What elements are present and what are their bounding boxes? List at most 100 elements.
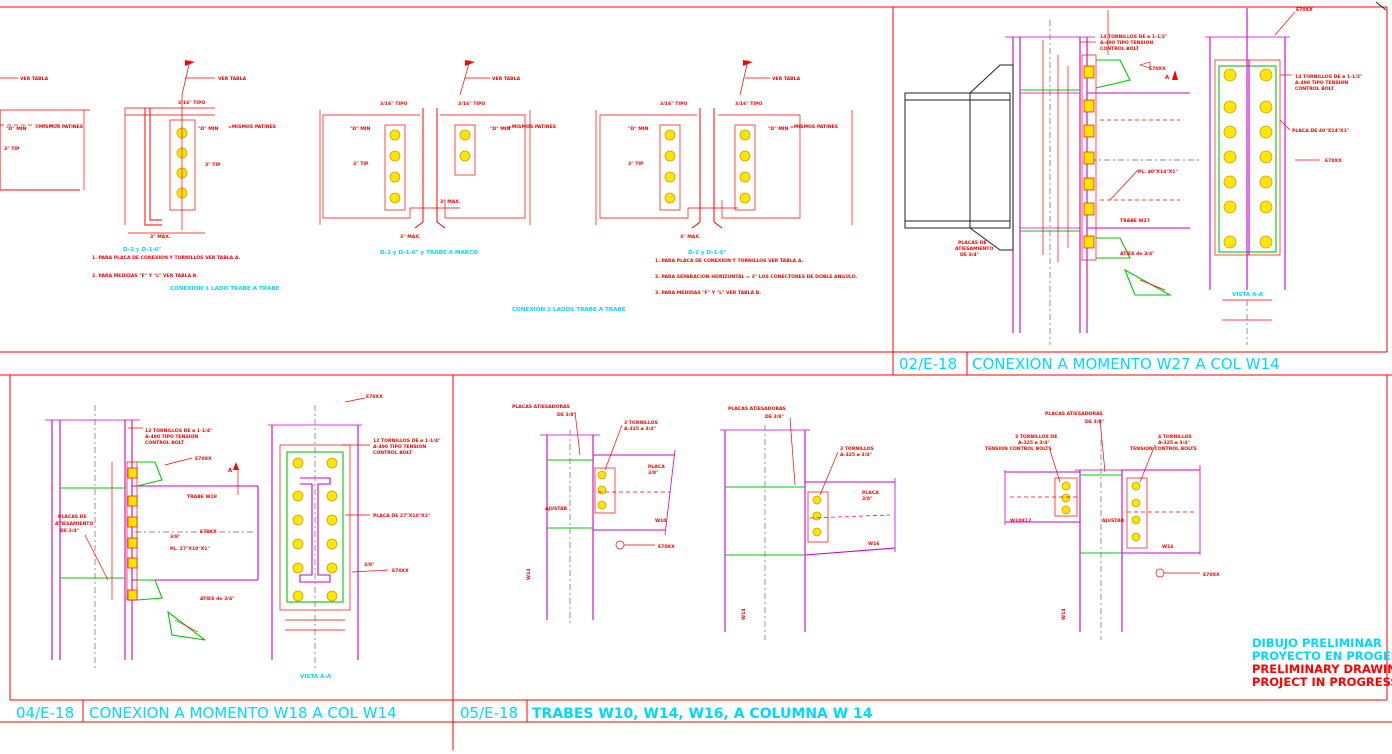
d02-vista-bolts-2: A-490 TIPO TENSION	[1295, 80, 1348, 86]
d02-vista: VISTA A-A'	[1232, 292, 1265, 298]
callout-ver-tabla-0: VER TABLA	[20, 76, 49, 82]
top-left-details: VER TABLA "D" MIN =MISMOS PATINES 3" TIP…	[0, 59, 858, 313]
d02-bolts-1: 14 TORNILLOS DE ø 1-1/2"	[1100, 34, 1168, 40]
callout-tipo-2b: 3/16" TIPO	[458, 101, 485, 107]
d02-vista-bolts-3: CONTROL BOLT	[1295, 86, 1335, 92]
d05-placa-2b: 3/8"	[862, 496, 872, 502]
d04-placas-2: ATIESAMIENTO	[55, 521, 93, 527]
d02-bolts-3: CONTROL BOLT	[1100, 46, 1140, 52]
watermark-line-4: PROJECT IN PROGRESS	[1252, 675, 1392, 689]
d05-placa-1a: PLACA	[648, 464, 665, 470]
d05-bolts-3b: A-325 ø 3/4"	[1018, 440, 1050, 446]
d04-plate: PLACA DE 27"X10"X1"	[373, 513, 430, 519]
callout-smax-2b: 3" MAX.	[400, 234, 421, 240]
d05-placa-2a: PLACA	[862, 490, 879, 496]
detail-3-note-3: 3. PARA MEDIDAS "F" Y "L" VER TABLA B.	[655, 290, 761, 296]
callout-ver-tabla-2: VER TABLA	[492, 76, 521, 82]
callout-tipo-3b: 3/16" TIPO	[735, 101, 762, 107]
d04-placas-1: PLACAS DE	[58, 514, 87, 520]
d02-aties: ATIES de 3/4"	[1120, 251, 1155, 257]
group-label-1: CONEXION 1 LADO TRABE A TRABE	[170, 286, 280, 292]
callout-ver-tabla-3: VER TABLA	[772, 76, 801, 82]
d04-weld-b: 3/8"	[364, 562, 374, 568]
d04-weld: 3/8"	[170, 534, 180, 540]
d05-etxx-b: E70XX	[1203, 572, 1220, 578]
d05-ajustar-2: AJUSTAR	[1102, 518, 1125, 524]
d05-detail-c: PLACAS ATIESADORAS DE 3/8" 3 TORNILLOS D…	[985, 411, 1220, 640]
d05-bolts-3c: TENSION CONTROL BOLTS	[985, 446, 1052, 452]
d04-vista-bolts-1: 12 TORNILLOS DE ø 1-1/4"	[373, 438, 441, 444]
d02-trabe: TRABE W27	[1120, 218, 1150, 224]
d05-placa-1b: 3/8"	[648, 470, 658, 476]
watermark-line-3: PRELIMINARY DRAWING	[1252, 662, 1392, 676]
d05-bolts-4c: TENSION CONTROL BOLTS	[1130, 446, 1197, 452]
group-label-2: CONEXION 2 LADOS TRABE A TRABE	[512, 307, 626, 313]
d05-bolts-1b: A-325 ø 3/4"	[624, 426, 656, 432]
d05-w16-b: W16	[1162, 544, 1173, 550]
d04-vista-bolts-2: A-490 TIPO TENSION	[373, 444, 426, 450]
d05-w16-a: W16	[868, 541, 879, 547]
detail-number-04: 04/E-18	[16, 704, 74, 722]
callout-ver-tabla-1: VER TABLA	[218, 76, 247, 82]
preliminary-watermark: DIBUJO PRELIMINAR PROYECTO EN PROGESO PR…	[1252, 636, 1392, 689]
d05-detail-a: PLACAS ATIESADORAS DE 3/8" 3 TORNILLOS A…	[512, 404, 676, 625]
callout-smax-1: 3" MAX.	[150, 234, 171, 240]
d05-detail-b: PLACAS ATIESADORAS DE 3/8" 3 TORNILLOS A…	[720, 406, 896, 640]
d05-bolts-3a: 3 TORNILLOS DE	[1015, 434, 1057, 440]
d05-placas-2a: PLACAS ATIESADORAS	[728, 406, 786, 412]
d02-vista-aa: VISTA A-A' 14 TORNILLOS DE ø 1-1/2" A-49…	[1205, 7, 1363, 345]
d02-vista-bolts-1: 14 TORNILLOS DE ø 1-1/2"	[1295, 74, 1363, 80]
callout-three-3: 3" TIP	[628, 161, 644, 167]
d04-etxx-c: E70XX	[366, 394, 383, 400]
d04-vista: VISTA A-A'	[300, 674, 333, 680]
d02-a-mark: A	[1165, 75, 1170, 81]
detail-02-drawing: 14 TORNILLOS DE ø 1-1/2" A-490 TIPO TENS…	[904, 7, 1363, 345]
partial-detail: VER TABLA "D" MIN =MISMOS PATINES 3" TIP	[0, 76, 90, 191]
d05-placas-3a: PLACAS ATIESADORAS	[1045, 411, 1103, 417]
d04-vista-aa: VISTA A-A' E70XX 12 TORNILLOS DE ø 1-1/4…	[268, 394, 441, 680]
d05-placas-1a: PLACAS ATIESADORAS	[512, 404, 570, 410]
detail-1-caption: D-2 y D-1-6"	[123, 247, 162, 253]
detail-2-caption: D-2 y D-1-6" y TRABE A MARCO	[380, 250, 478, 256]
d04-etxx-d: E70XX	[392, 568, 409, 574]
d02-placas-2: ATIESAMIENTO	[955, 246, 993, 252]
callout-mismo-0: =MISMOS PATINES	[35, 124, 83, 130]
watermark-line-2: PROYECTO EN PROGESO	[1252, 649, 1392, 663]
d04-bolts-3: CONTROL BOLT	[145, 440, 185, 446]
callout-d-min-2b: "D" MIN	[490, 126, 510, 132]
detail-3-note-1: 1. PARA PLACA DE CONEXION Y TORNILLOS VE…	[655, 258, 803, 264]
callout-three-1: 3" TIP	[205, 162, 221, 168]
detail-04-drawing: 12 TORNILLOS DE ø 1-1/4" A-490 TIPO TENS…	[45, 394, 441, 680]
callout-d-min-3a: "D" MIN	[628, 126, 648, 132]
detail-1-note-1: 1. PARA PLACA DE CONEXION Y TORNILLOS VE…	[92, 255, 240, 261]
detail-1: VER TABLA 3/16" TIPO "D" MIN =MISMOS PAT…	[92, 59, 280, 292]
d02-plate: PLACA DE 40"X14"X1"	[1292, 128, 1349, 134]
callout-d-min-1: "D" MIN	[198, 126, 218, 132]
callout-mismo-3: =MISMOS PATINES	[790, 124, 838, 130]
detail-number-05: 05/E-18	[460, 704, 518, 722]
d05-bolts-4b: A-325 ø 3/4"	[1158, 440, 1190, 446]
d05-placas-2b: DE 3/8"	[765, 414, 784, 420]
detail-2: VER TABLA 3/16" TIPO 3/16" TIPO "D" MIN …	[319, 59, 556, 256]
d04-bolts-1: 12 TORNILLOS DE ø 1-1/4"	[145, 428, 213, 434]
d04-trabe: TRABE W18	[187, 494, 217, 500]
d04-aties: ATIES de 3/4"	[200, 596, 235, 602]
d04-etxx-b: E70XX	[200, 529, 217, 535]
d04-a-mark: A	[228, 468, 233, 474]
d02-placas-3: DE 3/4"	[960, 252, 979, 258]
d05-ajustar-1: AJUSTAR	[545, 506, 568, 512]
callout-smax-2a: 3" MAX.	[440, 199, 461, 205]
d05-w10x12: W10X12	[1010, 518, 1031, 524]
detail-05-drawing: PLACAS ATIESADORAS DE 3/8" 3 TORNILLOS A…	[512, 404, 1220, 640]
detail-1-note-2: 2. PARA MEDIDAS "F" Y "L" VER TABLA B.	[92, 273, 198, 279]
d05-w14-b: W14	[741, 609, 747, 620]
detail-3: VER TABLA 3/16" TIPO 3/16" TIPO "D" MIN …	[512, 59, 858, 313]
d05-w14-c: W14	[1061, 609, 1067, 620]
d04-etxx-a: E70XX	[195, 456, 212, 462]
callout-mismo-1: =MISMOS PATINES	[228, 124, 276, 130]
d05-w14-a: W14	[526, 569, 532, 580]
d05-placas-1b: DE 3/8"	[557, 412, 576, 418]
